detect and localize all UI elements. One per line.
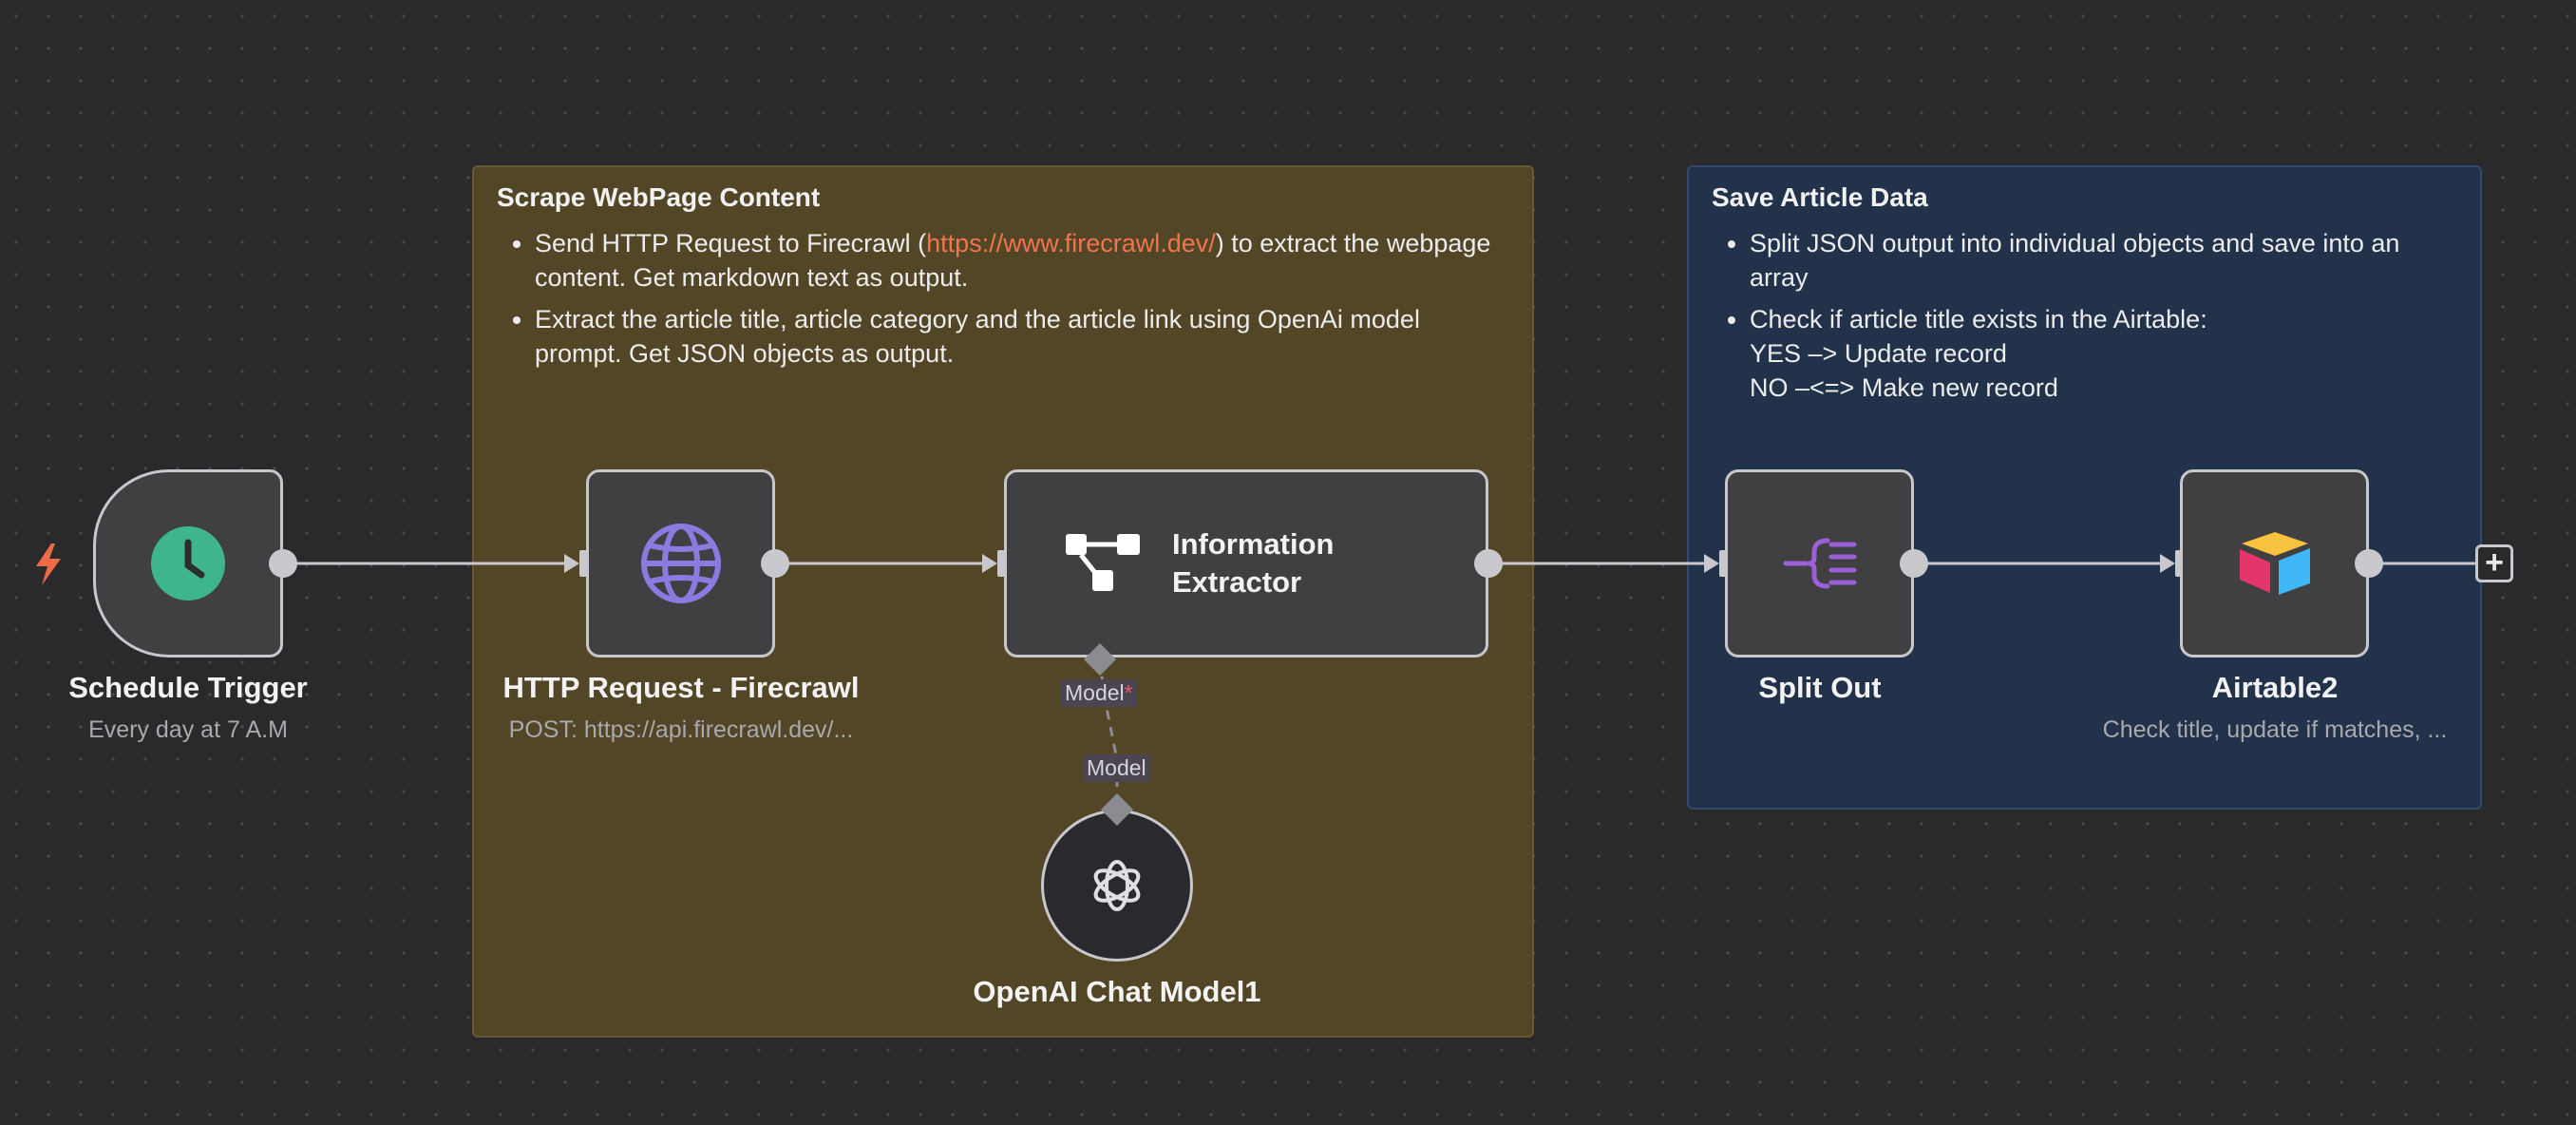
output-port[interactable]	[761, 549, 789, 578]
required-mark: *	[1124, 680, 1133, 705]
output-port[interactable]	[1900, 549, 1928, 578]
node-title: HTTP Request - Firecrawl	[502, 671, 860, 704]
node-title: OpenAI Chat Model1	[973, 975, 1261, 1008]
arrowhead	[564, 554, 579, 573]
airtable-node[interactable]	[2180, 469, 2369, 658]
bullet-line: Check if article title exists in the Air…	[1750, 305, 2207, 334]
node-subtitle: POST: https://api.firecrawl.dev/...	[508, 716, 854, 743]
airtable-icon	[2239, 532, 2310, 595]
arrowhead	[1704, 554, 1719, 573]
globe-icon	[640, 524, 721, 603]
sticky-title: Save Article Data	[1712, 182, 1928, 212]
arrowhead	[2160, 554, 2175, 573]
openai-icon	[1093, 860, 1141, 911]
sticky-list: Send HTTP Request to Firecrawl (https://…	[497, 226, 1509, 371]
sticky-bullet: Send HTTP Request to Firecrawl (https://…	[535, 226, 1509, 295]
split-icon	[1783, 538, 1856, 589]
arrowhead	[982, 554, 997, 573]
sticky-list: Split JSON output into individual object…	[1712, 226, 2457, 405]
output-port[interactable]	[2355, 549, 2383, 578]
model-connection-label: Model	[1083, 754, 1150, 782]
bullet-line: NO –<=> Make new record	[1750, 373, 2058, 402]
information-extractor-node[interactable]: Information Extractor	[1004, 469, 1488, 658]
model-input-label: Model*	[1061, 679, 1137, 707]
split-out-node[interactable]	[1725, 469, 1914, 658]
label-text: Model	[1065, 680, 1125, 705]
node-title: Split Out	[1758, 671, 1882, 704]
trigger-bolt-icon	[36, 543, 61, 585]
firecrawl-link[interactable]: https://www.firecrawl.dev/	[926, 229, 1216, 257]
output-port[interactable]	[269, 549, 297, 578]
node-title: Airtable2	[2211, 671, 2339, 704]
node-subtitle: Every day at 7 A.M	[88, 716, 288, 743]
node-subtitle: Check title, update if matches, ...	[2102, 716, 2448, 743]
add-node-button[interactable]: +	[2475, 544, 2513, 582]
node-title: Information Extractor	[1172, 527, 1335, 599]
clock-icon	[151, 526, 225, 601]
connection-model[interactable]	[1098, 658, 1119, 808]
node-title: Schedule Trigger	[68, 671, 308, 704]
bullet-text: Send HTTP Request to Firecrawl (	[535, 229, 927, 257]
bullet-line: YES –> Update record	[1750, 339, 2007, 368]
sticky-bullet: Split JSON output into individual object…	[1750, 226, 2457, 295]
schedule-trigger-node[interactable]	[93, 469, 283, 658]
sticky-bullet: Extract the article title, article categ…	[535, 302, 1509, 371]
http-request-node[interactable]	[586, 469, 775, 658]
extractor-icon	[1066, 534, 1140, 591]
sticky-title: Scrape WebPage Content	[497, 182, 821, 212]
openai-chat-model-node[interactable]	[1041, 810, 1193, 962]
bullet-text: ) to extract the webpage content. Get ma…	[535, 229, 1491, 292]
output-port[interactable]	[1474, 549, 1503, 578]
sticky-bullet: Check if article title exists in the Air…	[1750, 302, 2457, 405]
